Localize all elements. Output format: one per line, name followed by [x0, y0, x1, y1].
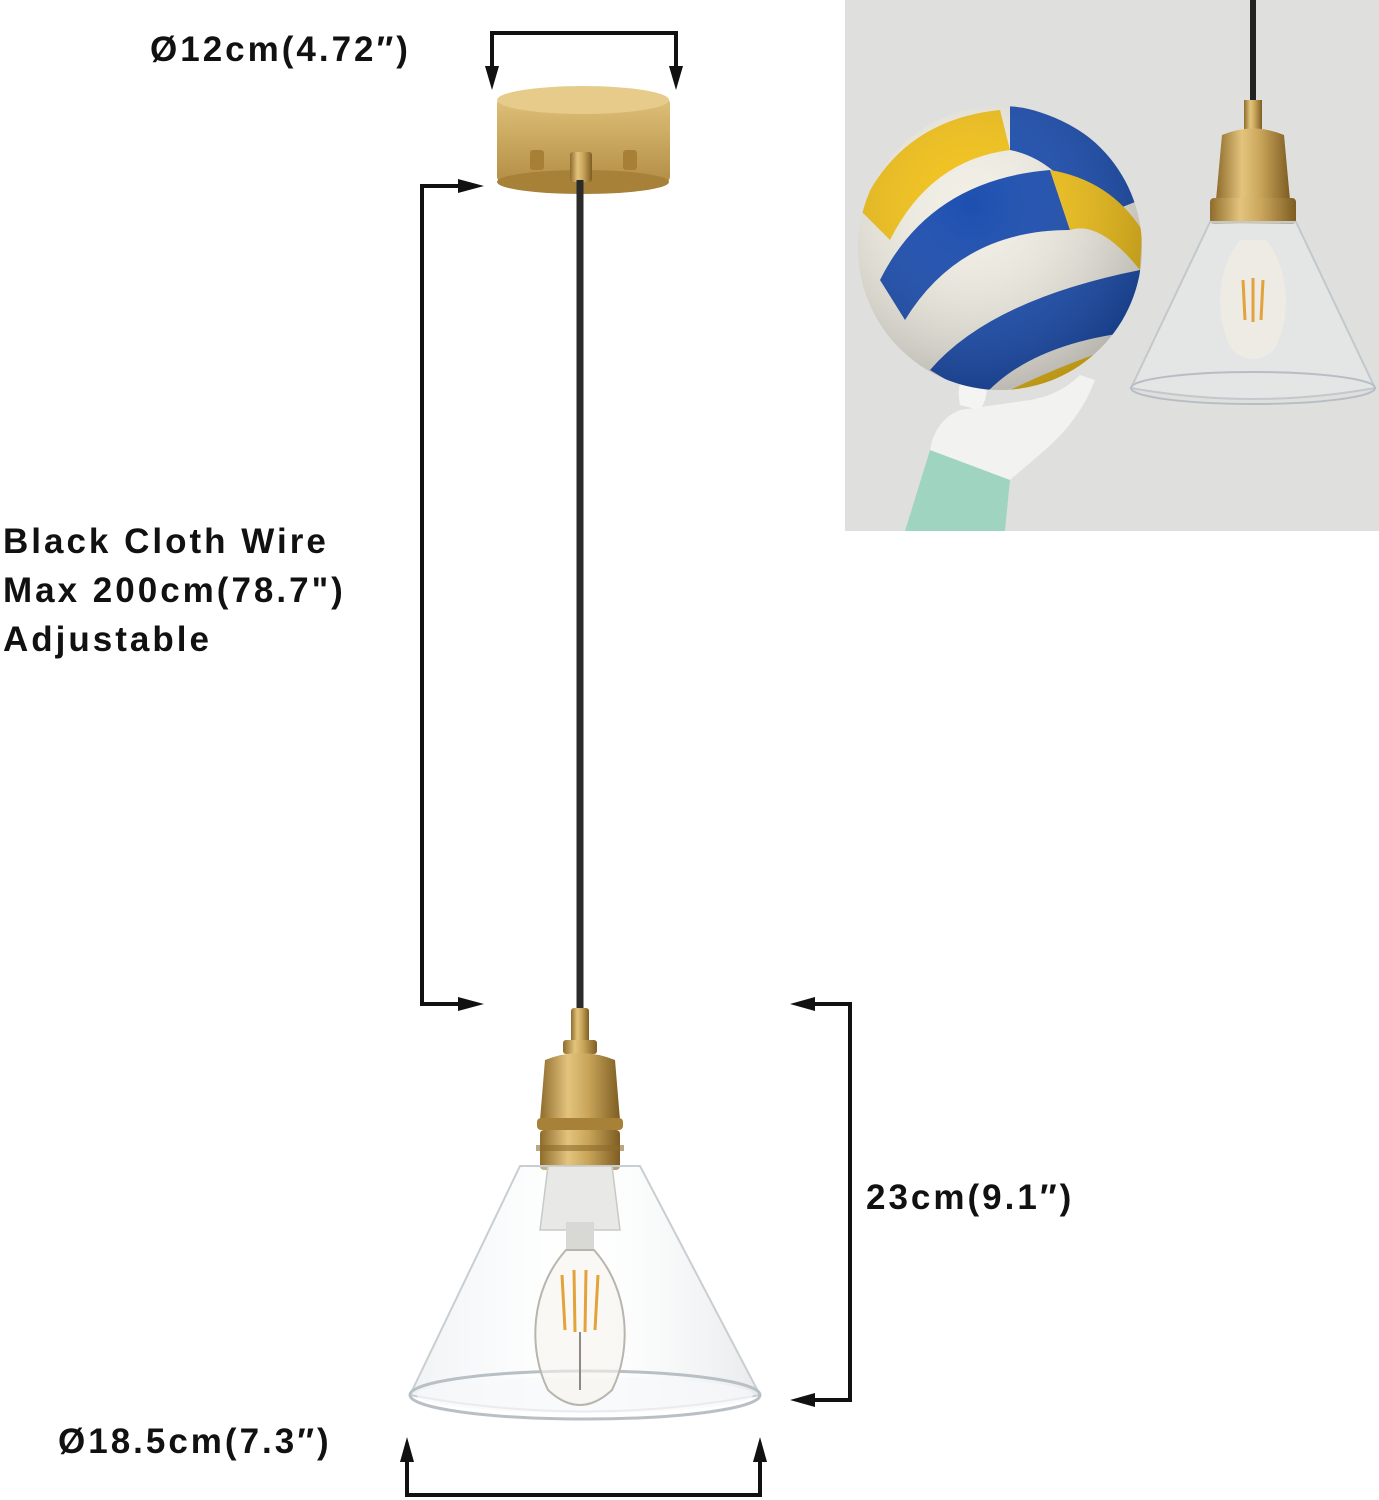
size-comparison-photo — [845, 0, 1379, 531]
shade-diameter-label: Ø18.5cm(7.3″) — [58, 1422, 332, 1461]
edison-bulb — [534, 1222, 626, 1406]
shade-diameter-bracket — [405, 1460, 762, 1497]
height-bracket-arrows — [790, 997, 815, 1407]
canopy-diameter-label: Ø12cm(4.72″) — [150, 30, 411, 69]
wire-length-bracket — [420, 184, 462, 1006]
ceiling-canopy — [497, 86, 670, 194]
wire-label-line-1: Black Cloth Wire — [3, 522, 329, 561]
shade-height-bracket — [812, 1002, 852, 1402]
canopy-bracket-arrows — [485, 66, 683, 90]
wire-bracket-arrows — [458, 179, 484, 1011]
photo-pendant — [1129, 0, 1377, 405]
canopy-dimension-bracket — [490, 31, 678, 68]
shade-height-label: 23cm(9.1″) — [866, 1178, 1075, 1217]
brass-socket — [536, 1008, 624, 1170]
wire-label-line-2: Max 200cm(78.7") — [3, 571, 346, 610]
volleyball — [858, 106, 1142, 390]
wire-length-label: Black Cloth Wire Max 200cm(78.7") Adjust… — [3, 517, 346, 664]
wire-label-line-3: Adjustable — [3, 620, 212, 659]
diameter-bracket-arrows — [400, 1437, 767, 1462]
